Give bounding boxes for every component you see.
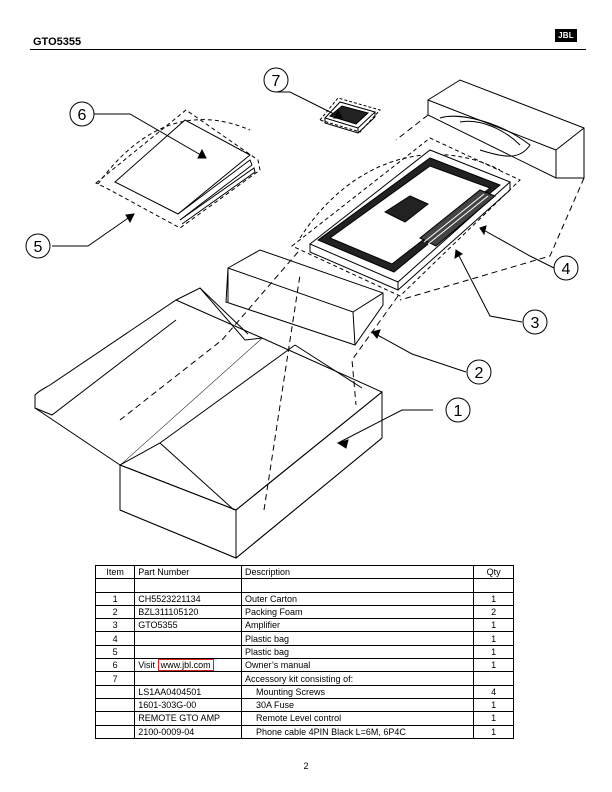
description-cell: Phone cable 4PIN Black L=6M, 6P4C <box>241 724 475 739</box>
header-description: Description <box>241 564 475 580</box>
document-model-title: GTO5355 <box>33 36 82 48</box>
callout-5: 5 <box>34 239 43 256</box>
description-cell: Owner’s manual <box>241 658 475 673</box>
packing-foam-drawing <box>225 249 384 346</box>
qty-cell: 1 <box>473 644 514 660</box>
table-row: 7 Accessory kit consisting of: <box>94 671 514 686</box>
header-item: Item <box>94 564 136 580</box>
callout-1: 1 <box>454 403 463 420</box>
qty-cell: 4 <box>473 684 514 699</box>
callout-leaders <box>52 91 555 449</box>
plastic-bag-4-outline <box>291 137 521 297</box>
item-cell: 7 <box>94 671 136 686</box>
part-number-cell: LS1AA0404501 <box>134 684 243 699</box>
description-cell: Outer Carton <box>241 591 475 606</box>
qty-cell: 1 <box>473 618 514 633</box>
callout-3: 3 <box>531 315 540 332</box>
callout-circles <box>25 67 579 423</box>
item-cell: 5 <box>94 644 136 660</box>
description-cell: Amplifier <box>241 618 475 633</box>
kit-row: REMOTE GTO AMP Remote Level control 1 <box>94 711 514 726</box>
qty-cell <box>473 671 514 686</box>
description-cell: Mounting Screws <box>241 684 475 699</box>
item-cell: 6 <box>94 658 136 673</box>
description-cell: Packing Foam <box>241 604 475 620</box>
qty-cell: 1 <box>473 711 514 726</box>
callout-2: 2 <box>475 365 484 382</box>
item-cell: 4 <box>94 631 136 646</box>
page-number: 2 <box>303 761 309 771</box>
item-cell: 2 <box>94 604 136 620</box>
qty-cell: 1 <box>473 697 514 713</box>
callout-6: 6 <box>78 107 87 124</box>
description-cell: Accessory kit consisting of: <box>241 671 475 686</box>
visit-label: Visit <box>138 660 156 671</box>
table-row: 6 Visit www.jbl.com Owner’s manual 1 <box>94 658 514 673</box>
part-number-cell: CH5523221134 <box>134 591 243 606</box>
accessory-kit-drawing <box>319 97 381 134</box>
table-row: 4 Plastic bag 1 <box>94 631 514 646</box>
description-cell: 30A Fuse <box>241 697 475 713</box>
callout-4: 4 <box>562 261 571 278</box>
part-number-cell: 1601-303G-00 <box>134 697 243 713</box>
jbl-logo: JBL <box>555 29 577 42</box>
outer-carton-drawing <box>34 287 383 559</box>
header-part-number: Part Number <box>134 564 243 580</box>
table-row: 2 BZL311105120 Packing Foam 2 <box>94 604 514 620</box>
kit-row: 1601-303G-00 30A Fuse 1 <box>94 697 514 713</box>
table-row: 5 Plastic bag 1 <box>94 644 514 660</box>
header-qty: Qty <box>473 564 514 580</box>
owners-manual-drawing <box>95 109 261 229</box>
table-header-row: Item Part Number Description Qty <box>94 564 514 580</box>
description-cell: Plastic bag <box>241 644 475 660</box>
item-cell: 1 <box>94 591 136 606</box>
qty-cell: 2 <box>473 604 514 620</box>
part-number-cell <box>134 644 243 660</box>
amplifier-drawing <box>309 149 511 291</box>
part-number-cell: 2100-0009-04 <box>134 724 243 739</box>
description-cell: Remote Level control <box>241 711 475 726</box>
header-rule <box>30 49 586 50</box>
callout-7: 7 <box>272 73 281 90</box>
part-number-cell: Visit www.jbl.com <box>134 658 243 673</box>
table-spacer-row <box>94 578 514 593</box>
item-cell: 3 <box>94 618 136 633</box>
description-cell: Plastic bag <box>241 631 475 646</box>
qty-cell: 1 <box>473 591 514 606</box>
qty-cell: 1 <box>473 631 514 646</box>
table-row: 3 GTO5355 Amplifier 1 <box>94 618 514 633</box>
kit-row: LS1AA0404501 Mounting Screws 4 <box>94 684 514 699</box>
kit-row: 2100-0009-04 Phone cable 4PIN Black L=6M… <box>94 724 514 739</box>
part-number-cell: GTO5355 <box>134 618 243 633</box>
part-number-cell: BZL311105120 <box>134 604 243 620</box>
parts-list-table: Item Part Number Description Qty 1 CH552… <box>94 564 514 739</box>
jbl-website-link[interactable]: www.jbl.com <box>157 659 214 672</box>
qty-cell: 1 <box>473 724 514 739</box>
part-number-cell <box>134 631 243 646</box>
part-number-cell: REMOTE GTO AMP <box>134 711 243 726</box>
table-row: 1 CH5523221134 Outer Carton 1 <box>94 591 514 606</box>
assembly-guide-lines <box>119 114 585 511</box>
qty-cell: 1 <box>473 658 514 673</box>
packing-exploded-diagram: 1 2 3 4 5 6 7 <box>25 67 585 559</box>
accessory-carton-drawing <box>427 79 585 179</box>
part-number-cell <box>134 671 243 686</box>
